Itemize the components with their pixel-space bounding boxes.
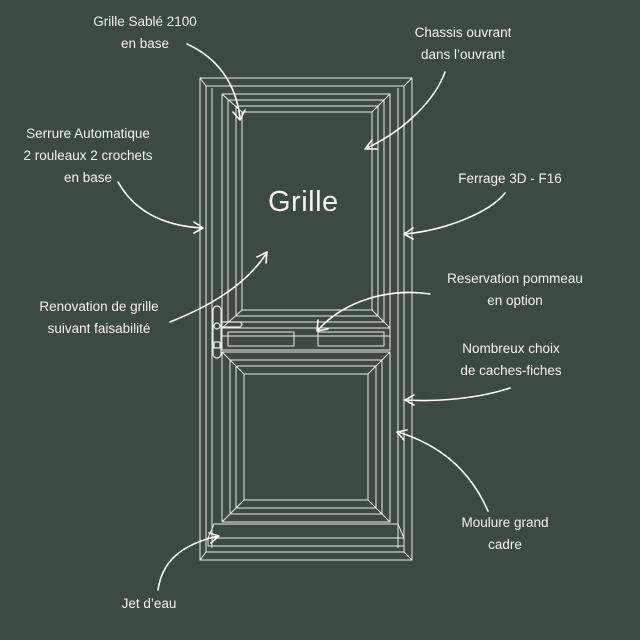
label-reservation: Reservation pommeau en option [447, 271, 583, 308]
label-serrure: Serrure Automatique 2 rouleaux 2 crochet… [23, 126, 153, 185]
arrow-serrure [117, 181, 203, 229]
arrow-grille-sable [186, 43, 241, 119]
arrow-moulure [397, 431, 489, 512]
arrow-ferrage [404, 192, 506, 235]
label-jet-deau: Jet d’eau [121, 596, 177, 611]
label-grille-sable: Grille Sablé 2100 en base [93, 14, 197, 51]
label-caches-fiches: Nombreux choix de caches-fiches [460, 341, 562, 378]
label-chassis-ouvrant: Chassis ouvrant dans l’ouvrant [414, 25, 512, 62]
center-label-grille: Grille [268, 186, 339, 218]
label-renovation: Renovation de grille suivant faisabilité [39, 299, 159, 336]
door-frame [199, 77, 413, 561]
arrow-chassis-ouvrant [366, 71, 446, 149]
arrow-caches-fiches [405, 387, 511, 402]
label-ferrage: Ferrage 3D - F16 [458, 171, 562, 186]
arrow-renovation [169, 253, 267, 323]
middle-rail [221, 327, 391, 351]
arrow-reservation [317, 291, 431, 331]
label-moulure: Moulure grand cadre [461, 515, 549, 552]
jet-deau-rail [207, 523, 405, 547]
lower-panel [221, 351, 391, 523]
arrow-jet-deau [157, 535, 219, 591]
door-handle [212, 305, 243, 359]
annotation-arrows [117, 43, 511, 591]
